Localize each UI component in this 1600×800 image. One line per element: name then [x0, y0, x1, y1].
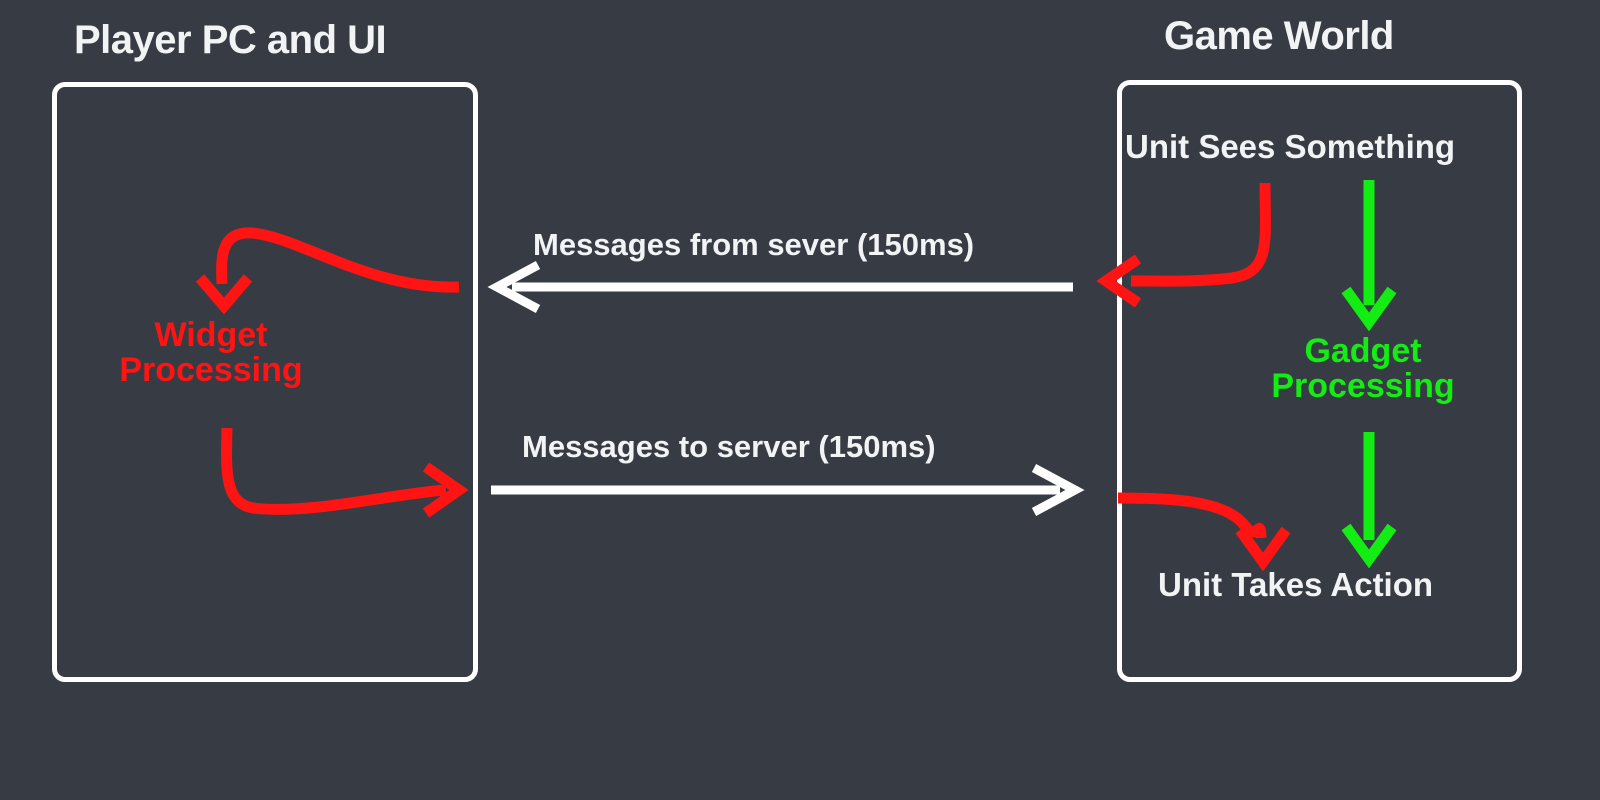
- channel-label-messages-from-server: Messages from sever (150ms): [533, 227, 975, 262]
- panel-game-world: [1117, 80, 1522, 682]
- panel-player-pc-and-ui: [52, 82, 478, 682]
- channel-label-messages-to-server: Messages to server (150ms): [522, 429, 936, 464]
- group-title-player-pc-and-ui: Player PC and UI: [74, 18, 387, 62]
- channel-arrow-messages-from-server: [487, 261, 1073, 313]
- node-label-gadget-processing: Gadget Processing: [1271, 332, 1455, 406]
- group-title-game-world: Game World: [1164, 14, 1394, 58]
- node-label-widget-processing: Widget Processing: [119, 316, 303, 390]
- node-label-unit-takes-action: Unit Takes Action: [1158, 566, 1434, 603]
- node-label-unit-sees-something: Unit Sees Something: [1125, 128, 1456, 165]
- channel-arrow-messages-to-server: [491, 464, 1085, 516]
